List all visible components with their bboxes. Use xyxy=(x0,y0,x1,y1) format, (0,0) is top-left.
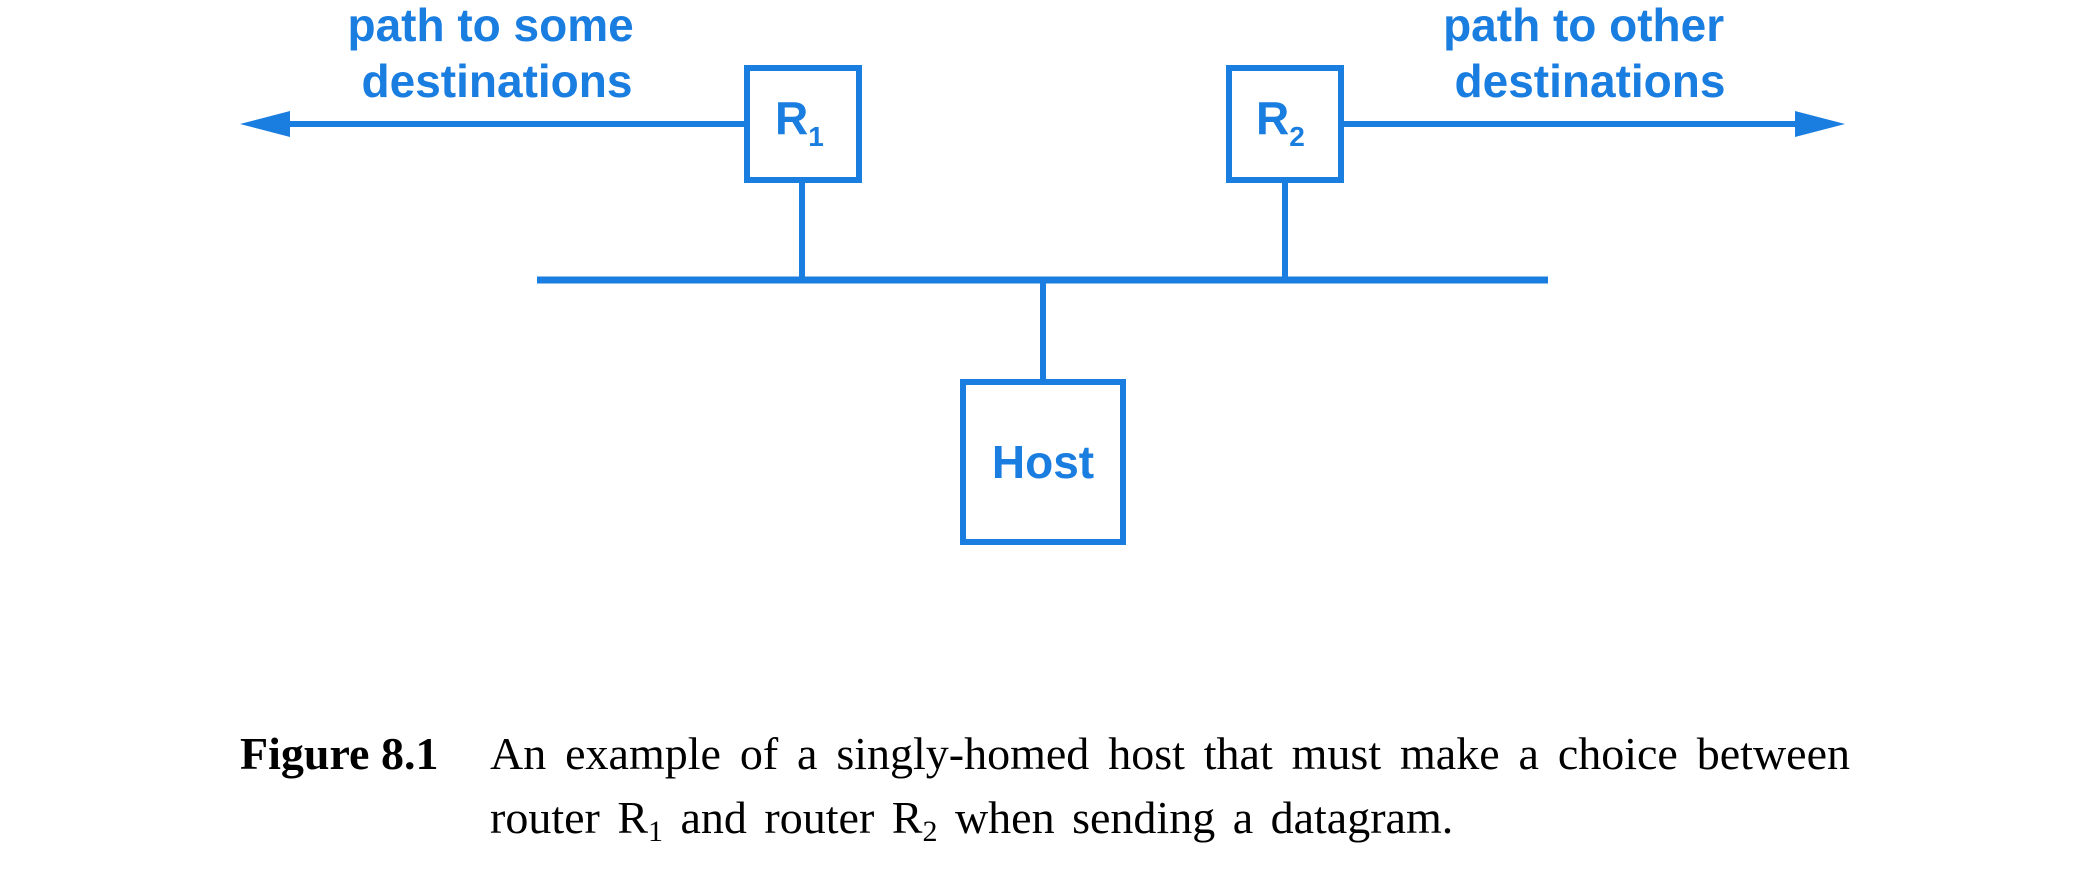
left-path-label: path to some destinations xyxy=(347,0,646,107)
router2-label: R2 xyxy=(1256,92,1305,152)
host-label: Host xyxy=(992,436,1094,488)
figure-number: Figure 8.1 xyxy=(240,728,439,779)
right-arrow-icon xyxy=(1795,111,1845,137)
caption-text: An example of a singly-homed host that m… xyxy=(490,728,1850,848)
host-box xyxy=(960,379,1126,545)
router1-label: R1 xyxy=(775,92,824,152)
figure-caption: Figure 8.1 An example of a singly-homed … xyxy=(240,722,1850,864)
right-path-label: path to other destinations xyxy=(1443,0,1737,107)
left-arrow-icon xyxy=(240,111,290,137)
